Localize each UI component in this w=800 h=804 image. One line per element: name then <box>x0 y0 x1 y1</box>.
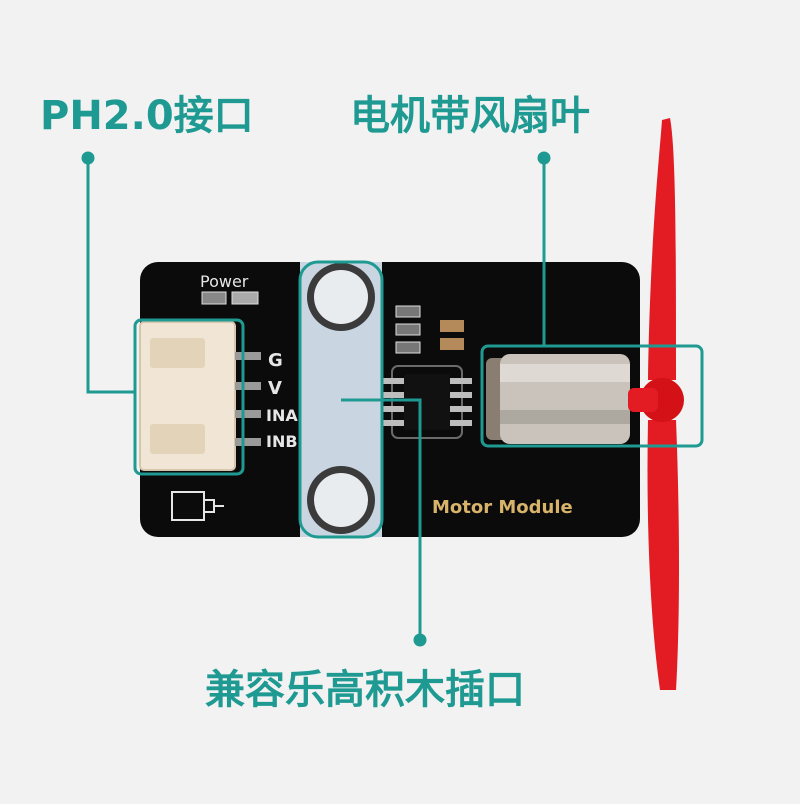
pin-label-inb: INB <box>266 432 298 451</box>
power-led <box>231 291 259 305</box>
fan-blade <box>628 118 684 690</box>
smd-resistor-2 <box>395 323 421 336</box>
mount-hole-top-inner <box>314 270 368 324</box>
driver-chip <box>404 374 450 430</box>
callout-lines <box>81 151 551 647</box>
connector-latch-top <box>150 338 205 368</box>
pin-4 <box>235 438 261 446</box>
pin-label-g: G <box>268 350 283 371</box>
power-label: Power <box>200 272 249 291</box>
callout-box-motor <box>480 344 704 448</box>
callout-lego-socket: 兼容乐高积木插口 <box>205 667 525 713</box>
callout-ph2-interface: PH2.0接口 <box>40 93 254 139</box>
callout-box-connector <box>133 318 245 476</box>
smd-resistor-3 <box>395 341 421 354</box>
led-resistor <box>201 291 227 305</box>
smd-cap-1 <box>440 320 464 332</box>
pin-label-v: V <box>268 378 282 399</box>
chip-pins <box>382 378 472 426</box>
pin-label-ina: INA <box>266 406 298 425</box>
smd-cap-2 <box>440 338 464 350</box>
pin-2 <box>235 382 261 390</box>
module-name: Motor Module <box>432 497 573 518</box>
driver-chip-outline <box>391 365 463 439</box>
pin-3 <box>235 410 261 418</box>
motor-symbol-icon <box>171 491 224 521</box>
pin-1 <box>235 352 261 360</box>
connector-latch-bottom <box>150 424 205 454</box>
dc-motor <box>486 354 630 444</box>
smd-resistor-1 <box>395 305 421 318</box>
mount-hole-bottom-inner <box>314 473 368 527</box>
callout-motor-fan: 电机带风扇叶 <box>350 93 590 139</box>
